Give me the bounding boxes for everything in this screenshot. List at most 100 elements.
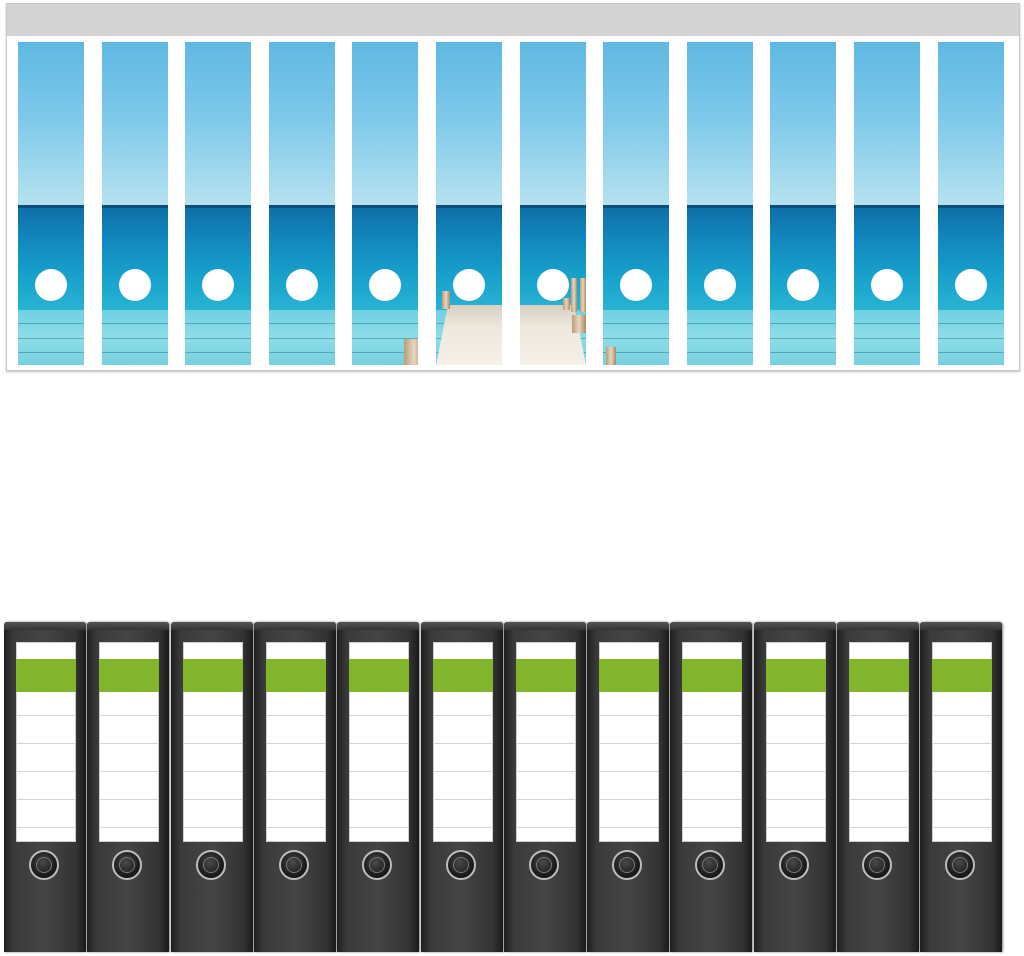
- label-ruling-line: [267, 799, 325, 800]
- label-ruling-line: [267, 715, 325, 716]
- label-strip: [102, 42, 168, 365]
- label-ruling-line: [184, 799, 242, 800]
- spine-label: [433, 642, 493, 842]
- green-label-band: [766, 659, 826, 692]
- label-ruling-line: [517, 715, 575, 716]
- label-ruling-line: [434, 827, 492, 828]
- label-ruling-line: [767, 799, 825, 800]
- spine-label: [516, 642, 576, 842]
- lever-arch-binder: [920, 622, 1002, 952]
- sea-photo: [687, 42, 753, 365]
- finger-hole: [955, 269, 987, 301]
- label-strip: [854, 42, 920, 365]
- lever-arch-binder: [171, 622, 253, 952]
- green-label-band: [266, 659, 326, 692]
- finger-ring-icon: [362, 850, 392, 880]
- finger-hole: [453, 269, 485, 301]
- label-strip: [770, 42, 836, 365]
- spine-label: [349, 642, 409, 842]
- label-sheet: [6, 3, 1020, 371]
- sea-photo: [520, 42, 586, 365]
- label-ruling-line: [600, 827, 658, 828]
- label-ruling-line: [767, 827, 825, 828]
- sea-photo: [938, 42, 1004, 365]
- label-ruling-line: [184, 715, 242, 716]
- label-ruling-line: [683, 827, 741, 828]
- label-ruling-line: [184, 743, 242, 744]
- sea-photo: [185, 42, 251, 365]
- label-ruling-line: [434, 743, 492, 744]
- finger-hole: [787, 269, 819, 301]
- label-ruling-line: [767, 715, 825, 716]
- label-strip: [603, 42, 669, 365]
- label-ruling-line: [17, 743, 75, 744]
- label-ruling-line: [434, 715, 492, 716]
- spine-label: [682, 642, 742, 842]
- lever-arch-binder: [254, 622, 336, 952]
- label-ruling-line: [184, 827, 242, 828]
- spine-label: [932, 642, 992, 842]
- finger-hole: [35, 269, 67, 301]
- label-ruling-line: [600, 743, 658, 744]
- label-ruling-line: [434, 771, 492, 772]
- green-label-band: [183, 659, 243, 692]
- finger-hole: [537, 269, 569, 301]
- finger-hole: [704, 269, 736, 301]
- label-ruling-line: [517, 799, 575, 800]
- label-ruling-line: [17, 715, 75, 716]
- finger-ring-icon: [612, 850, 642, 880]
- lever-arch-binder: [4, 622, 86, 952]
- label-ruling-line: [683, 799, 741, 800]
- label-ruling-line: [17, 799, 75, 800]
- label-strip: [520, 42, 586, 365]
- finger-ring-icon: [529, 850, 559, 880]
- label-ruling-line: [267, 827, 325, 828]
- label-ruling-line: [350, 799, 408, 800]
- label-ruling-line: [517, 743, 575, 744]
- finger-ring-icon: [695, 850, 725, 880]
- label-ruling-line: [850, 743, 908, 744]
- label-ruling-line: [267, 743, 325, 744]
- sheet-header-strip: [7, 4, 1019, 36]
- label-ruling-line: [350, 827, 408, 828]
- label-strips: [18, 42, 1004, 365]
- finger-ring-icon: [446, 850, 476, 880]
- finger-hole: [871, 269, 903, 301]
- green-label-band: [599, 659, 659, 692]
- lever-arch-binder: [504, 622, 586, 952]
- spine-label: [766, 642, 826, 842]
- label-ruling-line: [850, 771, 908, 772]
- finger-ring-icon: [29, 850, 59, 880]
- label-ruling-line: [767, 771, 825, 772]
- finger-hole: [286, 269, 318, 301]
- label-ruling-line: [850, 799, 908, 800]
- green-label-band: [932, 659, 992, 692]
- sea-photo: [102, 42, 168, 365]
- label-strip: [687, 42, 753, 365]
- label-ruling-line: [933, 743, 991, 744]
- spine-label: [599, 642, 659, 842]
- lever-arch-binder: [837, 622, 919, 952]
- label-ruling-line: [100, 771, 158, 772]
- finger-ring-icon: [862, 850, 892, 880]
- spine-label: [266, 642, 326, 842]
- label-ruling-line: [933, 827, 991, 828]
- green-label-band: [516, 659, 576, 692]
- lever-arch-binder: [87, 622, 169, 952]
- label-ruling-line: [517, 827, 575, 828]
- green-label-band: [433, 659, 493, 692]
- sea-photo: [770, 42, 836, 365]
- label-ruling-line: [434, 799, 492, 800]
- sea-photo: [352, 42, 418, 365]
- green-label-band: [849, 659, 909, 692]
- label-ruling-line: [17, 827, 75, 828]
- label-ruling-line: [100, 827, 158, 828]
- finger-ring-icon: [779, 850, 809, 880]
- binder-row: [0, 622, 1024, 956]
- finger-ring-icon: [112, 850, 142, 880]
- label-ruling-line: [17, 771, 75, 772]
- sea-photo: [436, 42, 502, 365]
- label-ruling-line: [350, 715, 408, 716]
- label-ruling-line: [767, 743, 825, 744]
- label-ruling-line: [600, 799, 658, 800]
